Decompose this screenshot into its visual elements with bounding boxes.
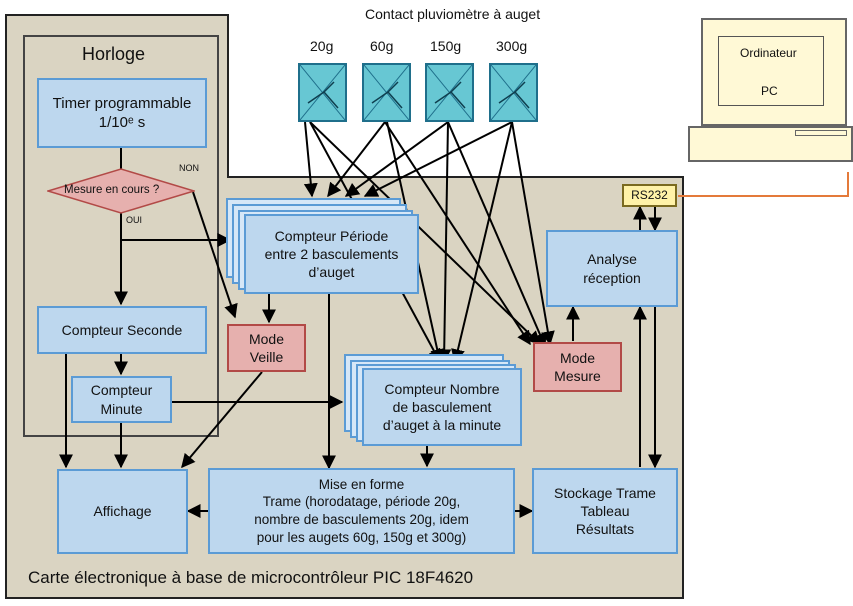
decision-text: Mesure en cours ? xyxy=(64,184,160,196)
compteur-nombre-box: Compteur Nombre de basculement d’auget à… xyxy=(362,368,522,446)
decision-diamond xyxy=(47,168,195,214)
board-label: Carte électronique à base de microcontrô… xyxy=(28,568,474,587)
sensor-150g-icon xyxy=(425,63,474,122)
sensor-label-300g: 300g xyxy=(496,38,528,54)
mise-en-forme-box: Mise en forme Trame (horodatage, période… xyxy=(208,468,515,554)
sensor-60g-icon xyxy=(362,63,411,122)
computer-sub: PC xyxy=(761,84,778,98)
clock-title: Horloge xyxy=(82,44,146,64)
decision-no: NON xyxy=(179,163,199,173)
contacts-title: Contact pluviomètre à auget xyxy=(365,6,541,22)
mode-mesure-box: Mode Mesure xyxy=(533,342,622,392)
sensor-label-20g: 20g xyxy=(310,38,334,54)
computer-title: Ordinateur xyxy=(740,46,797,60)
computer-base xyxy=(688,126,853,162)
compteur-seconde-box: Compteur Seconde xyxy=(37,306,207,354)
analyse-box: Analyse réception xyxy=(546,230,678,307)
rs232-box: RS232 xyxy=(622,184,677,207)
stockage-box: Stockage Trame Tableau Résultats xyxy=(532,468,678,554)
sensor-label-60g: 60g xyxy=(370,38,394,54)
timer-box: Timer programmable 1/10ᵉ s xyxy=(37,78,207,148)
compteur-periode-box: Compteur Période entre 2 basculements d’… xyxy=(244,214,419,294)
decision-yes: OUI xyxy=(126,215,143,225)
computer-screen xyxy=(718,36,824,106)
affichage-box: Affichage xyxy=(57,469,188,554)
computer-drive-icon xyxy=(795,130,847,136)
compteur-minute-box: Compteur Minute xyxy=(71,376,172,423)
sensor-20g-icon xyxy=(298,63,347,122)
sensor-300g-icon xyxy=(489,63,538,122)
mode-veille-box: Mode Veille xyxy=(227,324,306,372)
sensor-label-150g: 150g xyxy=(430,38,462,54)
